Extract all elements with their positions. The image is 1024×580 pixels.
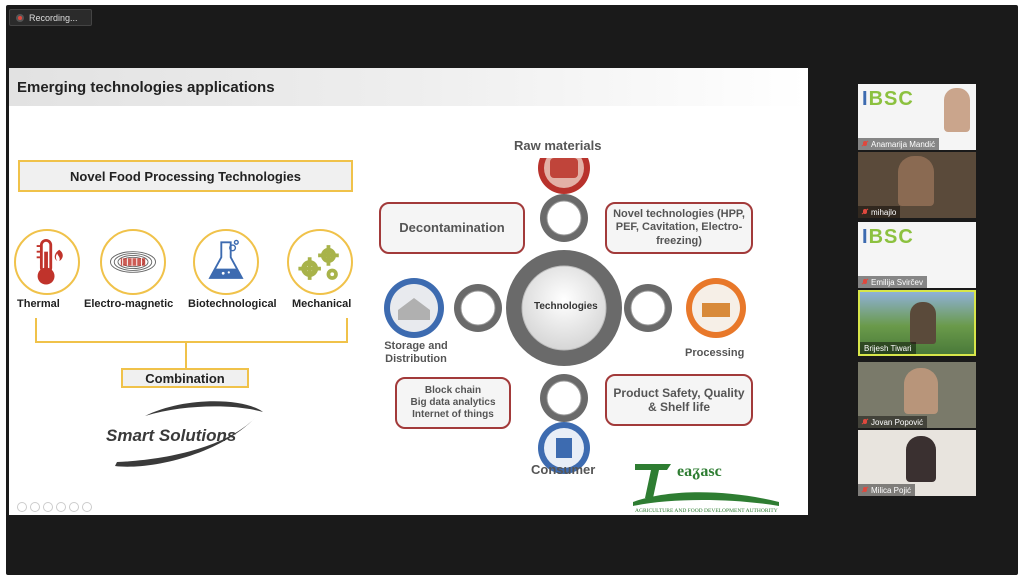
product-safety-box: Product Safety, Quality & Shelf life: [605, 374, 753, 426]
novel-processing-box: Novel Food Processing Technologies: [18, 160, 353, 192]
participant-tile[interactable]: Milica Pojić: [858, 430, 976, 496]
ibsc-logo: IBSC: [862, 226, 914, 248]
combination-box: Combination: [121, 368, 249, 388]
slide-menu-icon[interactable]: [82, 502, 92, 512]
participant-tile-active[interactable]: Brijesh Tiwari: [858, 290, 976, 356]
category-label-biotechnological: Biotechnological: [188, 298, 277, 310]
slide-title: Emerging technologies applications: [17, 79, 275, 96]
bracket-stem: [185, 343, 187, 368]
participant-name-tag: Emilija Svirčev: [858, 276, 928, 288]
participant-video: [904, 368, 938, 414]
muted-mic-icon: [862, 208, 868, 216]
participant-name-tag: mihajlo: [858, 206, 901, 218]
muted-mic-icon: [862, 278, 868, 286]
participant-tile[interactable]: mihajlo: [858, 152, 976, 218]
muted-mic-icon: [862, 140, 868, 148]
slide-pen-icon[interactable]: [43, 502, 53, 512]
consumer-label: Consumer: [531, 462, 596, 477]
record-icon: [16, 13, 24, 22]
blockchain-box: Block chain Big data analytics Internet …: [395, 377, 511, 429]
participant-name: Anamarija Mandić: [871, 139, 936, 149]
technologies-label: Technologies: [534, 301, 598, 312]
participant-video: [898, 156, 934, 206]
smart-solutions-swoosh: [115, 401, 263, 467]
recording-label: Recording...: [29, 12, 78, 23]
processing-label: Processing: [685, 347, 745, 359]
muted-mic-icon: [862, 418, 868, 426]
participant-tile[interactable]: IBSC Emilija Svirčev: [858, 222, 976, 288]
slide-zoom-icon[interactable]: [69, 502, 79, 512]
participant-video: [906, 436, 936, 482]
participant-name-tag: Anamarija Mandić: [858, 138, 940, 150]
participant-name: Milica Pojić: [871, 485, 912, 495]
participant-tile[interactable]: Jovan Popović: [858, 362, 976, 428]
category-label-thermal: Thermal: [17, 298, 60, 310]
participant-name-tag: Jovan Popović: [858, 416, 928, 428]
participant-name: Jovan Popović: [871, 417, 924, 427]
svg-text:eaᵹasc: eaᵹasc: [677, 463, 722, 480]
participant-video: [944, 88, 970, 132]
recording-indicator[interactable]: Recording...: [9, 9, 92, 26]
smart-solutions-text: Smart Solutions: [106, 426, 237, 445]
participant-name: mihajlo: [871, 207, 897, 217]
slide-header: Emerging technologies applications: [9, 68, 808, 106]
technology-cycle-diagram: [384, 158, 746, 474]
flask-icon: [193, 229, 259, 295]
category-label-mechanical: Mechanical: [292, 298, 352, 310]
shared-screen-slide: Emerging technologies applications Novel…: [9, 68, 808, 515]
slide-nav-next-icon[interactable]: [30, 502, 40, 512]
teagasc-logo: eaᵹasc AGRICULTURE AND FOOD DEVELOPMENT …: [633, 463, 779, 514]
electromagnet-icon: [100, 229, 166, 295]
svg-text:AGRICULTURE AND FOOD DEVELOPME: AGRICULTURE AND FOOD DEVELOPMENT AUTHORI…: [635, 508, 778, 514]
thermometer-icon: [14, 229, 80, 295]
bracket-right: [346, 318, 348, 342]
bracket-left: [35, 318, 37, 342]
participant-tile[interactable]: IBSC Anamarija Mandić: [858, 84, 976, 150]
participant-name-tag: Brijesh Tiwari: [860, 342, 916, 354]
participant-name: Brijesh Tiwari: [864, 343, 912, 353]
ibsc-logo: IBSC: [862, 88, 914, 110]
storage-distribution-label: Storage and Distribution: [384, 340, 448, 366]
slide-copy-icon[interactable]: [56, 502, 66, 512]
muted-mic-icon: [862, 486, 868, 494]
participant-name-tag: Milica Pojić: [858, 484, 916, 496]
category-label-electromagnetic: Electro-magnetic: [84, 298, 174, 310]
gears-icon: [287, 229, 353, 295]
decontamination-box: Decontamination: [379, 202, 525, 254]
novel-technologies-box: Novel technologies (HPP, PEF, Cavitation…: [605, 202, 753, 254]
participant-name: Emilija Svirčev: [871, 277, 924, 287]
participant-video: [910, 302, 936, 344]
raw-materials-label: Raw materials: [514, 138, 602, 153]
slide-nav-prev-icon[interactable]: [17, 502, 27, 512]
bracket-bottom: [35, 341, 348, 343]
